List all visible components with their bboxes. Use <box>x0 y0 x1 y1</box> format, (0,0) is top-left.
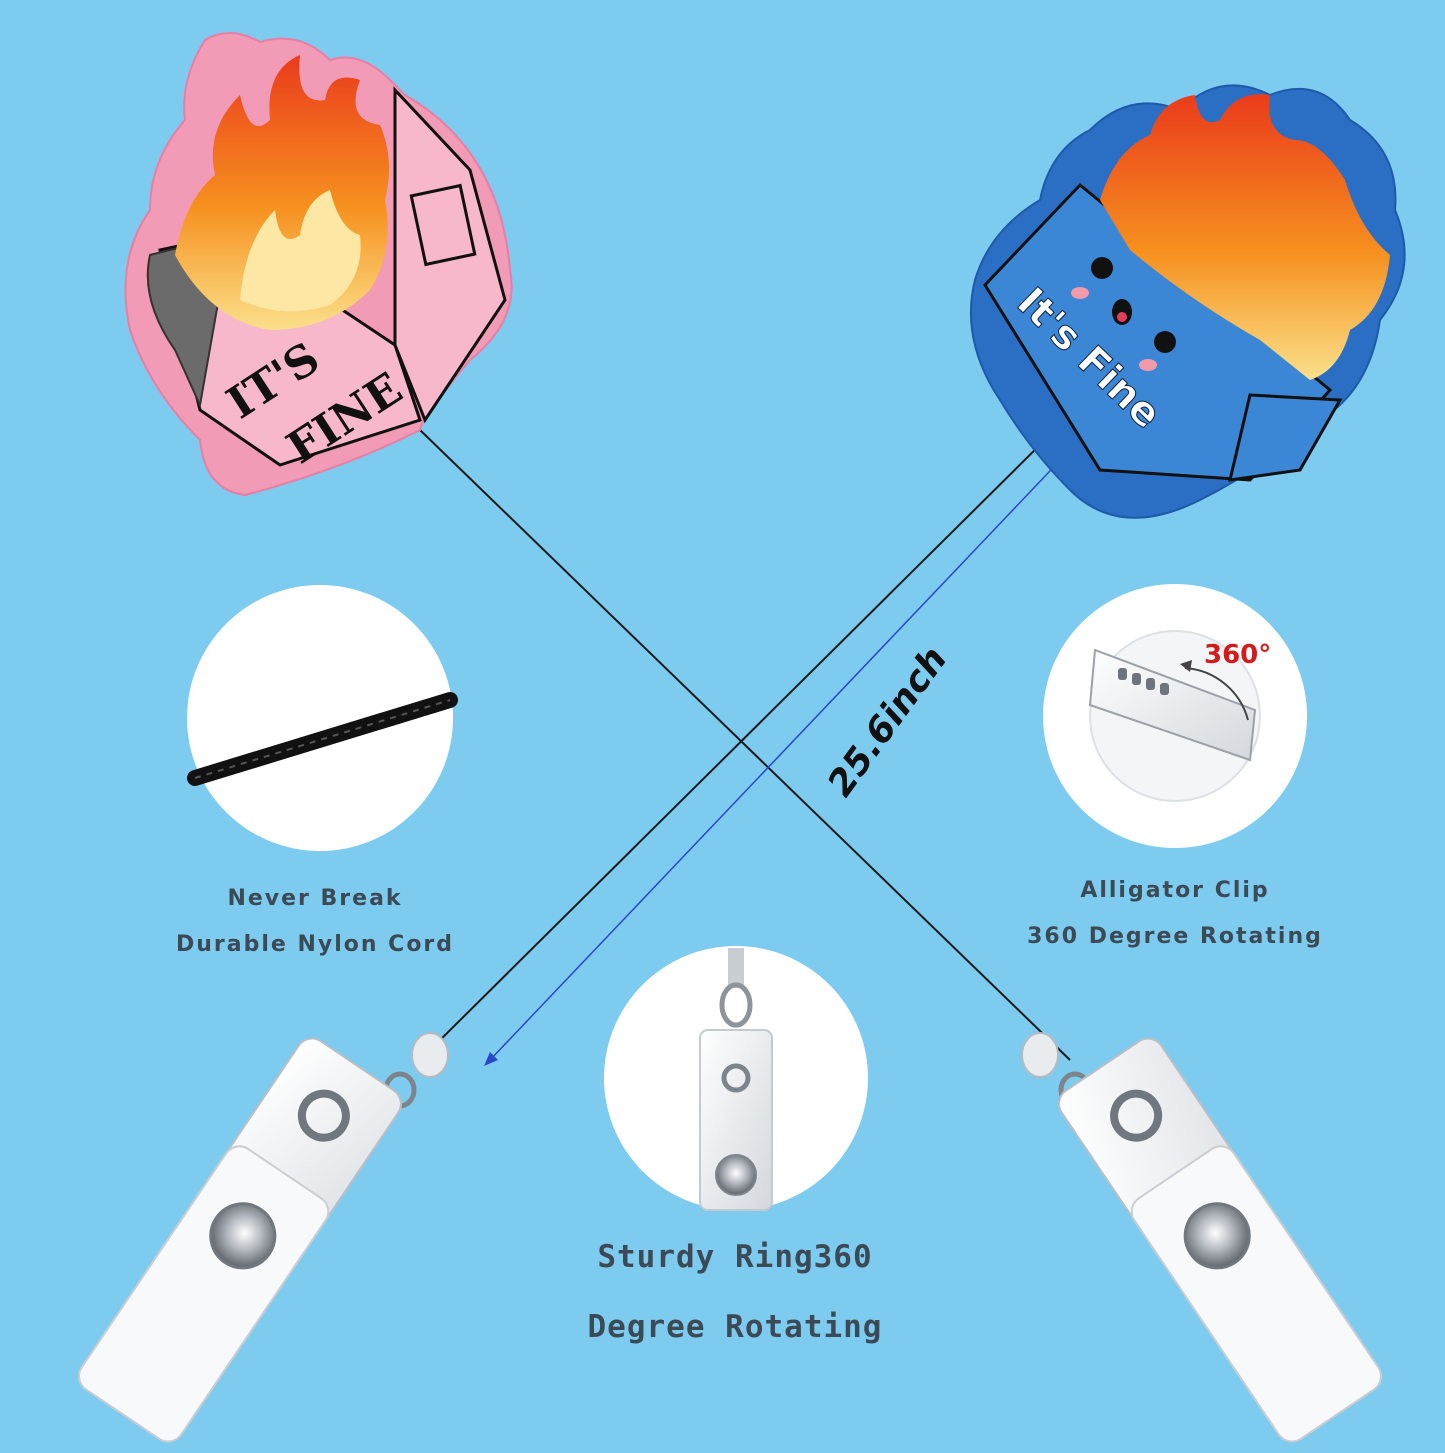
clip-caption-line1: Alligator Clip <box>1080 878 1270 903</box>
ring-detail <box>604 946 868 1211</box>
ring-caption: Sturdy Ring360 Degree Rotating <box>560 1222 910 1362</box>
clip-caption: Alligator Clip 360 Degree Rotating <box>1010 868 1340 960</box>
cord-caption: Never Break Durable Nylon Cord <box>160 876 470 968</box>
ring-caption-line2: Degree Rotating <box>587 1309 883 1345</box>
blue-badge-cord <box>424 424 1061 1056</box>
right-badge-clip <box>1021 1032 1382 1443</box>
cord-caption-line1: Never Break <box>227 886 403 911</box>
ring-caption-line1: Sturdy Ring360 <box>597 1239 873 1275</box>
rotation-degree-label: 360° <box>1204 640 1272 670</box>
blue-dumpster-badge <box>969 84 1406 519</box>
clip-caption-line2: 360 Degree Rotating <box>1027 924 1323 949</box>
alligator-clip-detail <box>1043 584 1307 848</box>
pink-badge-cord <box>419 429 1071 1061</box>
pink-dumpster-badge <box>124 32 513 497</box>
cord-caption-line2: Durable Nylon Cord <box>175 932 455 957</box>
nylon-cord-detail <box>187 585 458 851</box>
left-badge-clip <box>78 1032 449 1443</box>
